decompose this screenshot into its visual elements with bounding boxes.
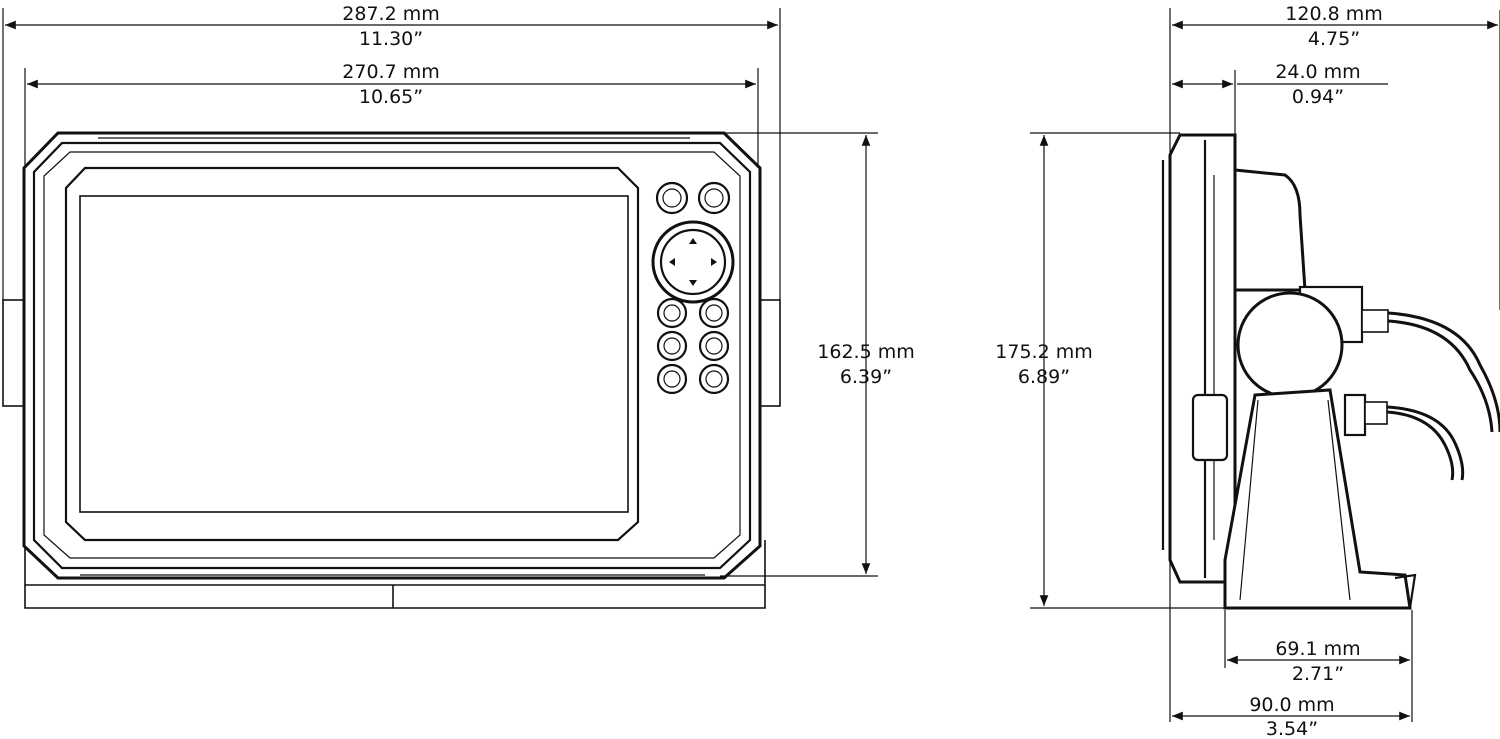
front-height-in: 6.39” bbox=[840, 366, 892, 388]
keypad bbox=[651, 181, 735, 395]
side-overall-height-mm: 175.2 mm bbox=[995, 341, 1092, 363]
front-view bbox=[2, 131, 781, 609]
side-view bbox=[1161, 133, 1500, 610]
side-mount-base-depth-mm: 69.1 mm bbox=[1275, 638, 1360, 660]
side-mount-overall-depth-in: 3.54” bbox=[1266, 718, 1318, 739]
side-bezel-depth-mm: 24.0 mm bbox=[1275, 61, 1360, 83]
front-bezel-width-mm: 270.7 mm bbox=[342, 61, 439, 83]
bracket-base bbox=[24, 540, 766, 609]
mount-knob bbox=[1236, 291, 1344, 399]
screen-frame bbox=[64, 166, 640, 542]
side-dimensions bbox=[1030, 8, 1500, 722]
side-bezel-depth-in: 0.94” bbox=[1292, 86, 1344, 108]
left-bracket-arm bbox=[2, 299, 26, 407]
front-dimensions bbox=[2, 8, 878, 577]
directional-pad bbox=[659, 228, 727, 296]
side-mount-overall-depth-mm: 90.0 mm bbox=[1249, 694, 1334, 716]
front-bezel-width-in: 10.65” bbox=[359, 86, 423, 108]
front-overall-width-in: 11.30” bbox=[359, 28, 423, 50]
housing-outline bbox=[22, 131, 762, 580]
front-overall-width-mm: 287.2 mm bbox=[342, 3, 439, 25]
side-card-slot bbox=[1191, 393, 1229, 462]
side-housing bbox=[1168, 133, 1237, 584]
side-overall-depth-mm: 120.8 mm bbox=[1285, 3, 1382, 25]
side-overall-height-in: 6.89” bbox=[1018, 366, 1070, 388]
dimension-labels: 287.2 mm 11.30” 270.7 mm 10.65” 162.5 mm… bbox=[342, 3, 1382, 739]
screen bbox=[79, 195, 629, 513]
side-mount-base-depth-in: 2.71” bbox=[1292, 663, 1344, 685]
side-overall-depth-in: 4.75” bbox=[1308, 28, 1360, 50]
front-height-mm: 162.5 mm bbox=[817, 341, 914, 363]
mount-bracket bbox=[1223, 388, 1412, 610]
